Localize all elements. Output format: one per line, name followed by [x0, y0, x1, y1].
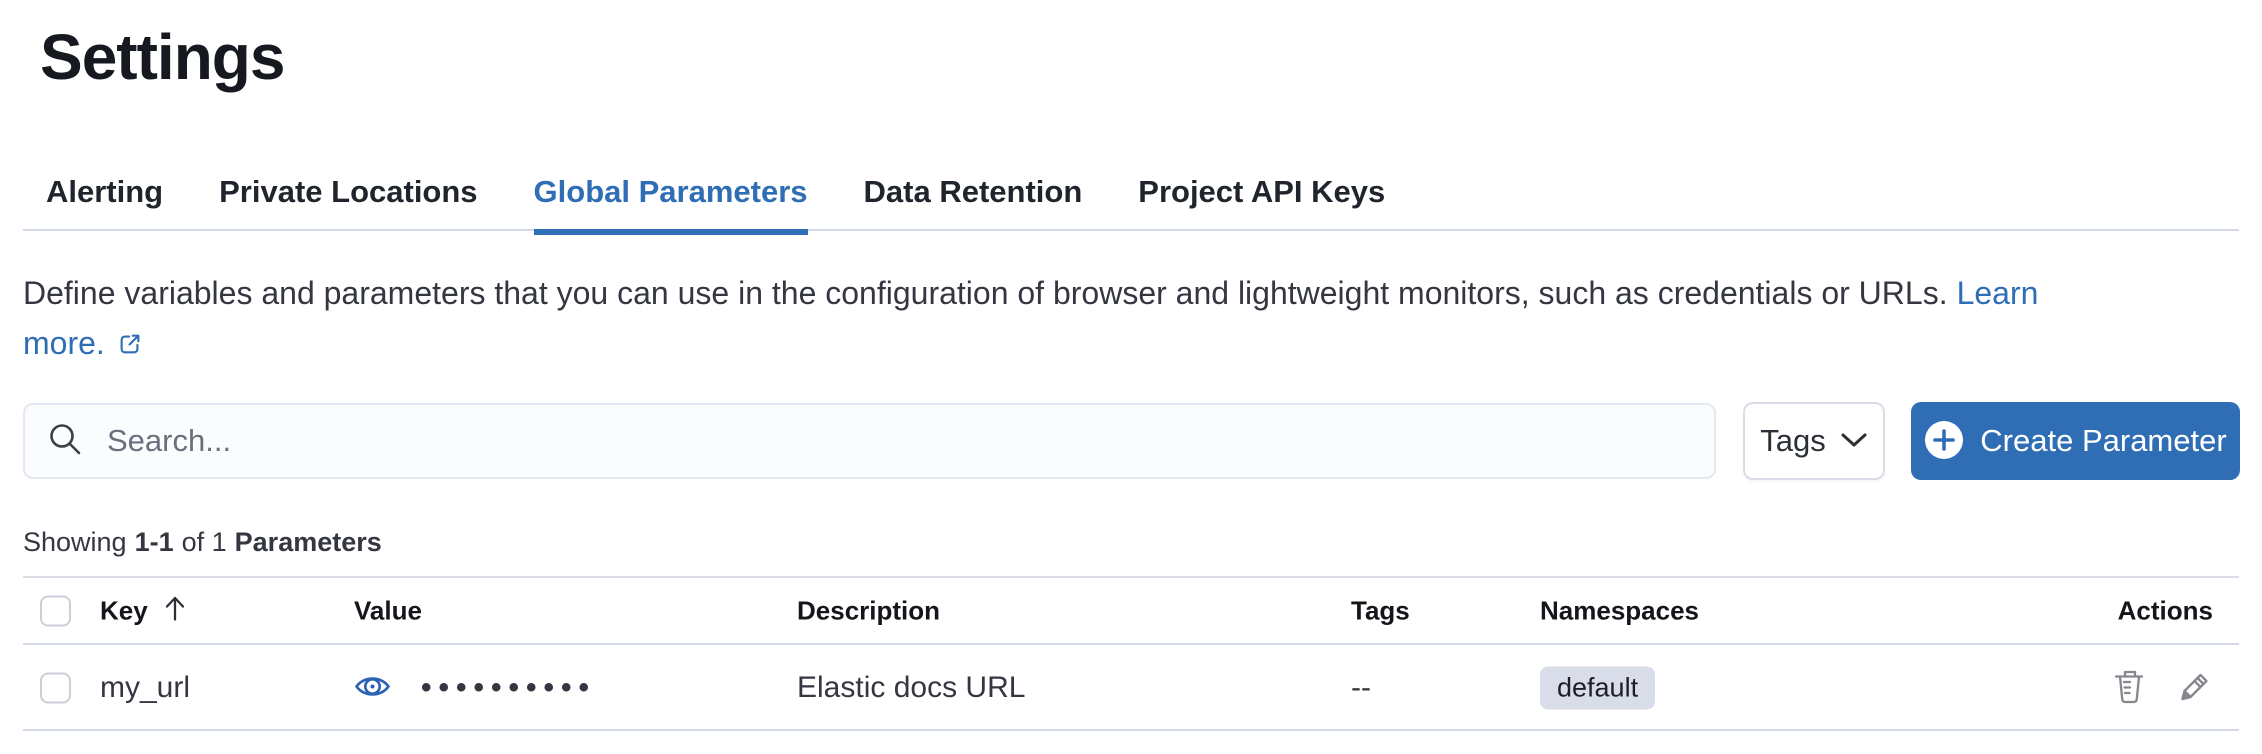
search-box[interactable] [23, 403, 1716, 479]
tab-project-api-keys[interactable]: Project API Keys [1138, 174, 1386, 209]
plus-in-circle-icon [1924, 420, 1964, 463]
table-top-divider [23, 576, 2239, 578]
tags-filter-button[interactable]: Tags [1743, 402, 1885, 480]
parameter-key: my_url [100, 671, 191, 704]
chevron-down-icon [1840, 431, 1868, 452]
select-all-checkbox[interactable] [40, 595, 71, 626]
pencil-icon [2177, 669, 2213, 708]
summary-range: 1-1 [134, 527, 174, 557]
masked-value: •••••••••• [421, 671, 597, 704]
learn-more-link-2[interactable]: more. [23, 325, 105, 361]
search-icon [47, 421, 83, 462]
edit-parameter-button[interactable] [2177, 669, 2213, 708]
settings-tabs: Alerting Private Locations Global Parame… [46, 172, 1385, 235]
namespace-badge: default [1540, 666, 1656, 710]
create-parameter-label: Create Parameter [1980, 423, 2227, 458]
tab-private-locations[interactable]: Private Locations [219, 174, 478, 209]
column-header-tags: Tags [1351, 595, 1410, 625]
summary-showing: Showing [23, 527, 127, 557]
parameter-description: Elastic docs URL [797, 671, 1026, 704]
column-header-description: Description [797, 595, 941, 625]
column-header-key[interactable]: Key [100, 595, 148, 625]
page-description: Define variables and parameters that you… [23, 268, 2223, 371]
tab-global-parameters[interactable]: Global Parameters [533, 172, 808, 235]
tab-alerting[interactable]: Alerting [46, 174, 164, 209]
column-header-value: Value [354, 595, 422, 625]
tabs-divider [23, 229, 2239, 231]
external-link-icon [117, 321, 143, 371]
search-input[interactable] [107, 423, 1692, 459]
parameter-tags: -- [1351, 671, 1371, 704]
parameter-namespaces: default [1540, 666, 1656, 710]
description-text: Define variables and parameters that you… [23, 275, 1948, 311]
row-checkbox[interactable] [40, 672, 71, 704]
learn-more-link[interactable]: Learn [1956, 275, 2039, 311]
results-summary: Showing 1-1 of 1 Parameters [23, 527, 382, 558]
tags-filter-label: Tags [1760, 423, 1826, 458]
tab-data-retention[interactable]: Data Retention [863, 174, 1083, 209]
column-header-namespaces: Namespaces [1540, 595, 1699, 625]
column-header-actions: Actions [2117, 595, 2213, 625]
sort-ascending-icon [162, 594, 188, 627]
page-title: Settings [40, 21, 285, 93]
table-header-row: Key Value Description Tags Namespaces Ac… [23, 578, 2239, 645]
trash-icon [2111, 668, 2147, 709]
summary-entity: Parameters [234, 527, 382, 557]
create-parameter-button[interactable]: Create Parameter [1911, 402, 2240, 480]
summary-of: of 1 [181, 527, 227, 557]
delete-parameter-button[interactable] [2111, 668, 2147, 709]
reveal-value-button[interactable] [354, 668, 391, 708]
parameter-row: my_url •••••••••• Elastic docs URL -- de… [23, 647, 2239, 731]
eye-icon [354, 668, 391, 708]
